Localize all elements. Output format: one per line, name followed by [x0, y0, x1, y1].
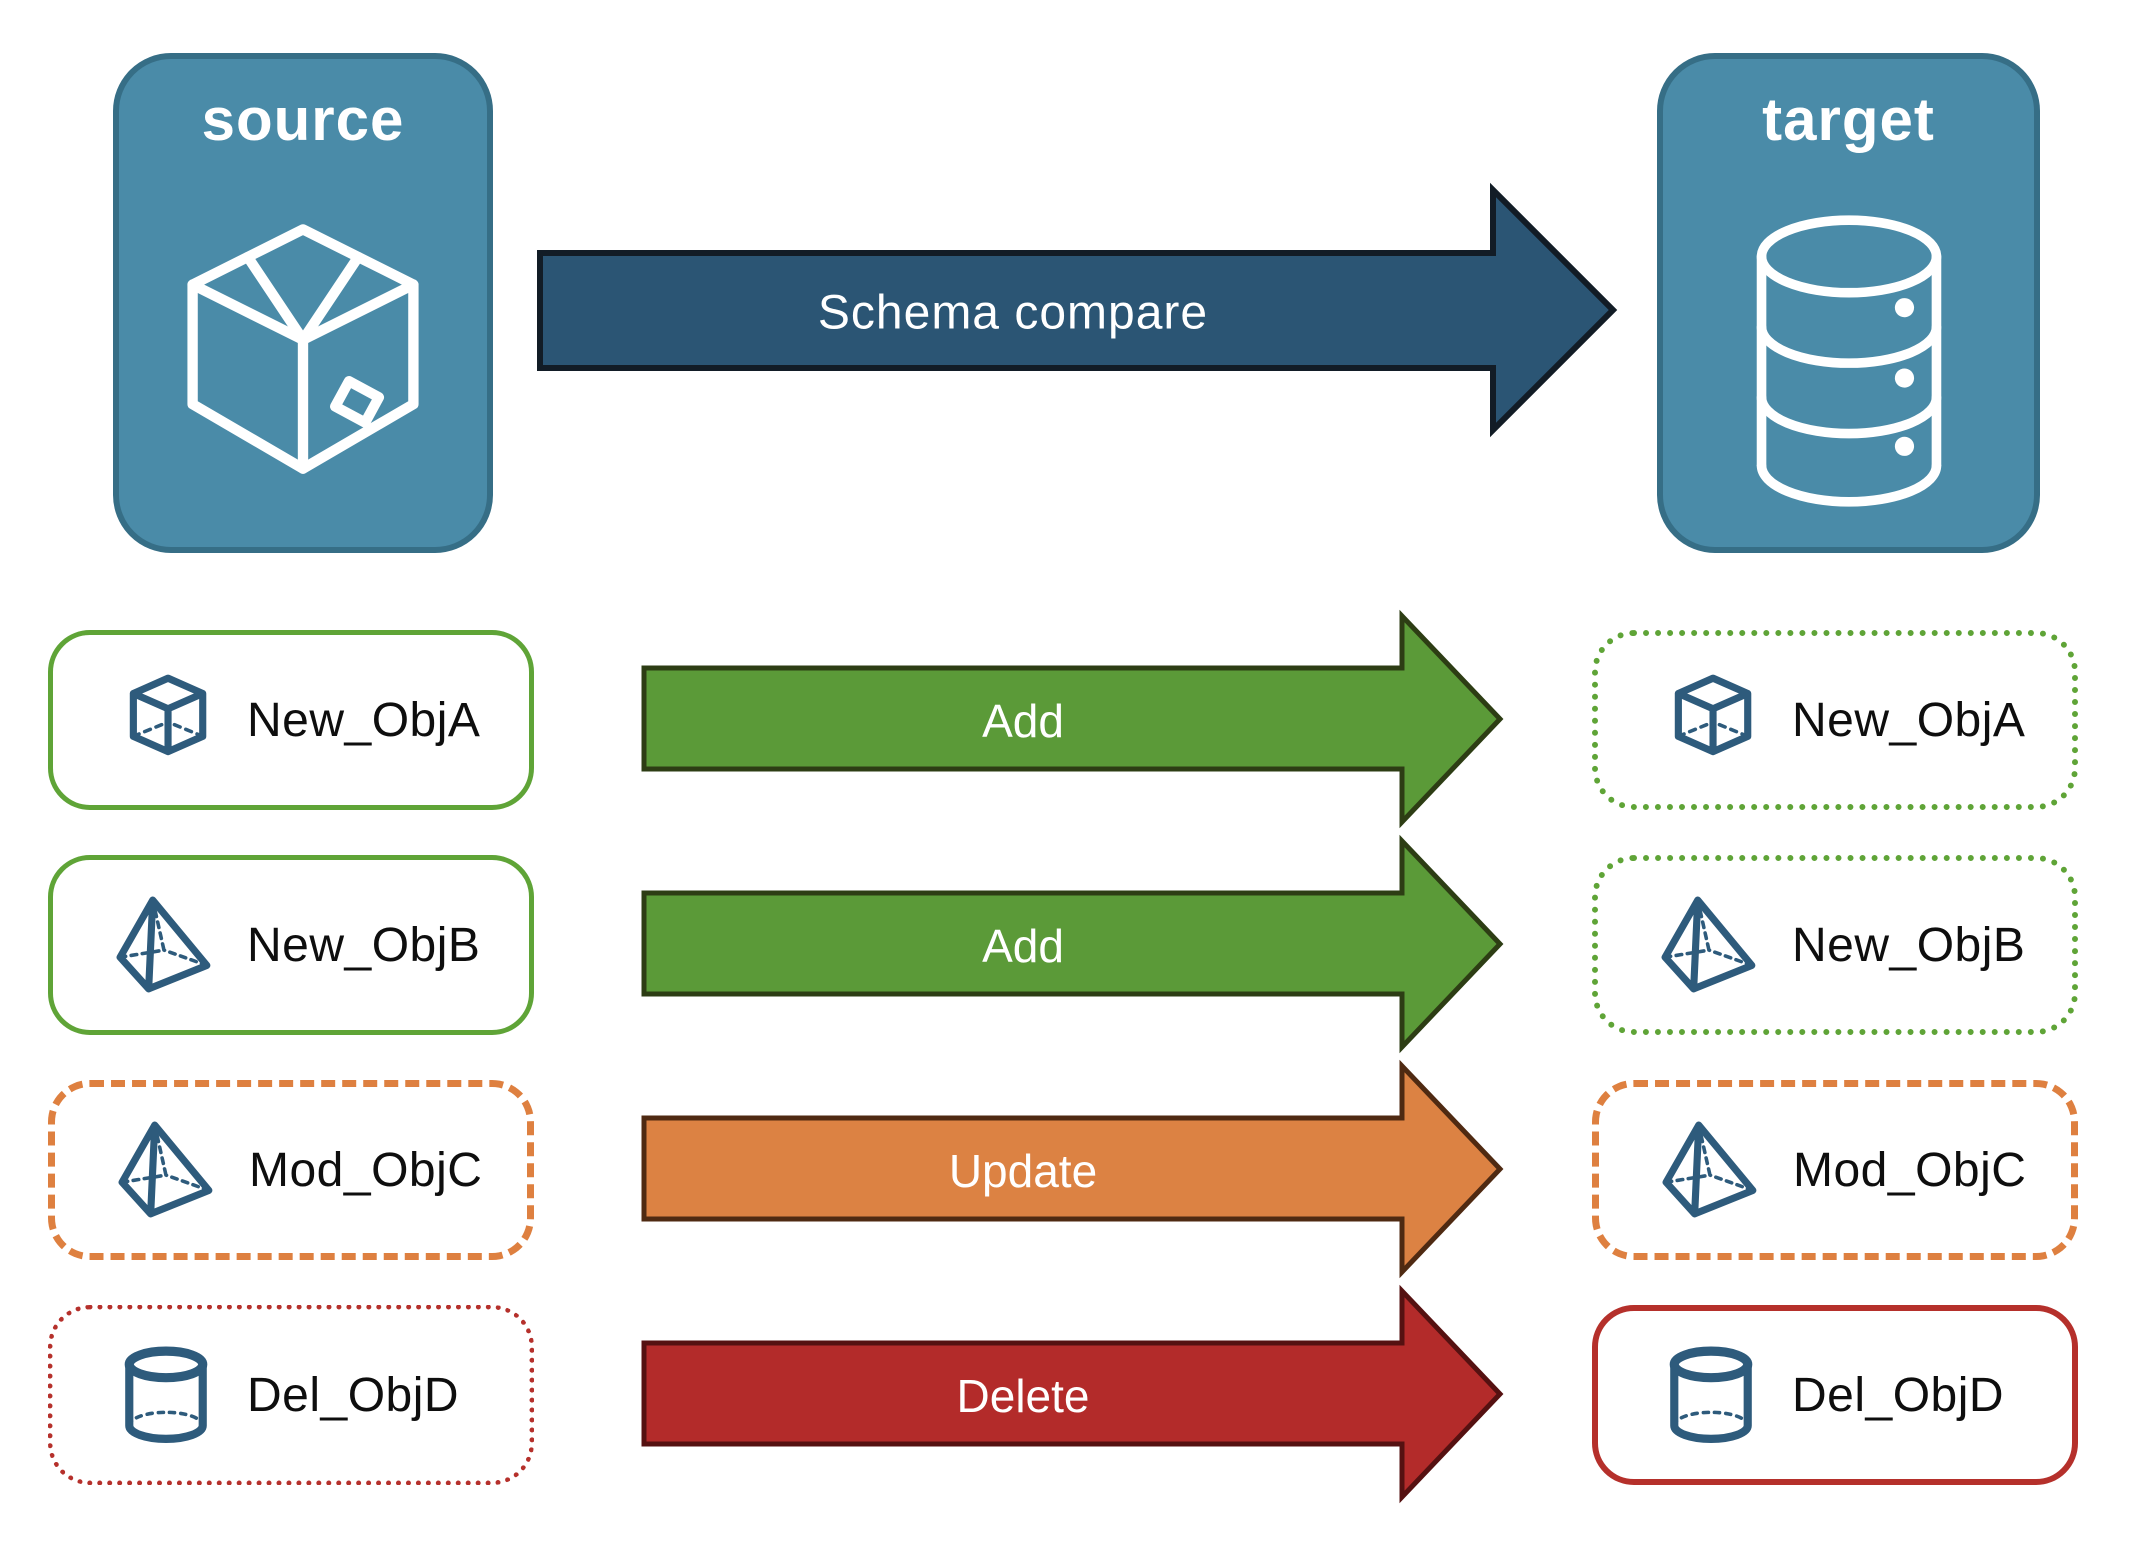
target-item-new-objb: New_ObjB — [1592, 855, 2078, 1035]
source-item-new-obja: New_ObjA — [48, 630, 534, 810]
source-panel: source — [113, 53, 493, 553]
delete-arrow-label: Delete — [957, 1370, 1090, 1422]
pyramid-icon — [117, 1119, 219, 1221]
source-item-del-objd: Del_ObjD — [48, 1305, 534, 1485]
item-label: Del_ObjD — [1792, 1368, 2005, 1422]
item-label: New_ObjA — [247, 693, 481, 747]
source-panel-title: source — [201, 86, 405, 153]
item-label: New_ObjA — [1792, 693, 2026, 747]
cylinder-icon — [1660, 1344, 1762, 1446]
item-label: New_ObjB — [247, 918, 481, 972]
cylinder-icon — [115, 1344, 217, 1446]
update-arrow — [641, 1059, 1504, 1279]
add-arrow-row1 — [641, 609, 1504, 829]
cube-icon — [115, 669, 217, 771]
target-panel-title: target — [1762, 86, 1935, 153]
pyramid-icon — [1661, 1119, 1763, 1221]
database-icon — [1731, 201, 1966, 521]
target-item-del-objd: Del_ObjD — [1592, 1305, 2078, 1485]
delete-arrow — [641, 1284, 1504, 1504]
cube-icon — [1660, 669, 1762, 771]
target-item-mod-objc: Mod_ObjC — [1592, 1080, 2078, 1260]
item-label: Mod_ObjC — [249, 1143, 483, 1197]
source-item-new-objb: New_ObjB — [48, 855, 534, 1035]
item-label: New_ObjB — [1792, 918, 2026, 972]
target-panel: target — [1657, 53, 2040, 553]
pyramid-icon — [1660, 894, 1762, 996]
pyramid-icon — [115, 894, 217, 996]
schema-compare-arrow — [537, 182, 1618, 438]
schema-compare-label: Schema compare — [818, 287, 1208, 340]
package-icon — [165, 211, 441, 510]
add-arrow-row2 — [641, 834, 1504, 1054]
add-arrow-row1-label: Add — [982, 695, 1064, 747]
target-item-new-obja: New_ObjA — [1592, 630, 2078, 810]
item-label: Del_ObjD — [247, 1368, 460, 1422]
add-arrow-row2-label: Add — [982, 920, 1064, 972]
item-label: Mod_ObjC — [1793, 1143, 2027, 1197]
source-item-mod-objc: Mod_ObjC — [48, 1080, 534, 1260]
update-arrow-label: Update — [949, 1145, 1097, 1197]
